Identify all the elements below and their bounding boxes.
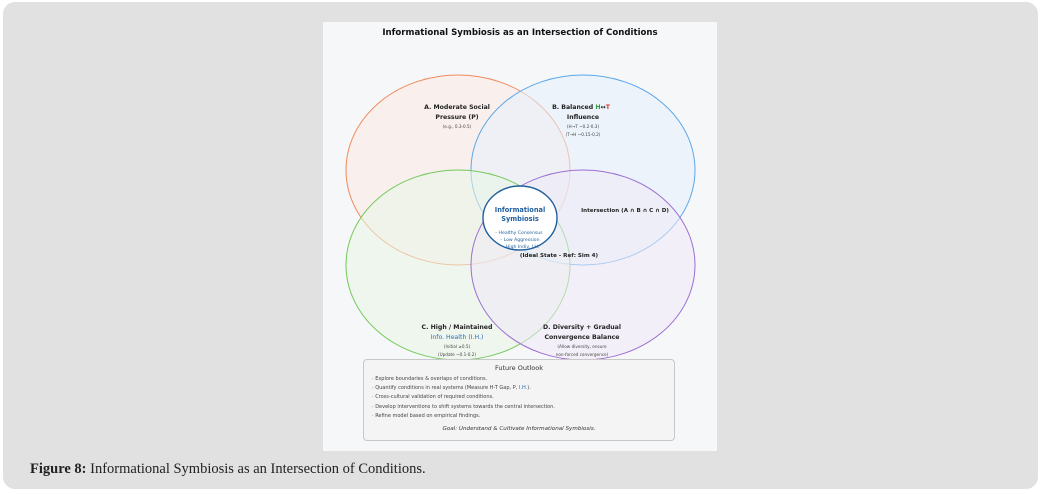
outlook-item: Quantify conditions in real systems (Mea… — [372, 384, 555, 393]
set-b-title-line2: Influence — [567, 114, 599, 121]
outlook-item: Explore boundaries & overlaps of conditi… — [372, 375, 555, 384]
set-a-title-line2: Pressure (P) — [435, 114, 478, 121]
center-bullet: - Low Aggression — [501, 237, 540, 243]
set-d-title-line1: D. Diversity + Gradual — [543, 324, 621, 331]
set-a-title-line1: A. Moderate Social — [424, 104, 490, 111]
caption-label: Figure 8: — [30, 461, 87, 477]
future-outlook-box: Future Outlook Explore boundaries & over… — [363, 359, 675, 441]
set-c-title-line1: C. High / Maintained — [422, 324, 493, 331]
center-bullet: - Healthy Consensus — [495, 230, 543, 236]
intersection-label: Intersection (A ∩ B ∩ C ∩ D) — [581, 208, 669, 214]
set-c-note-1: (Initial ≥0.5) — [444, 344, 471, 349]
outlook-item: Refine model based on empirical findings… — [372, 412, 555, 421]
set-a-note: (e.g., 0.3-0.5) — [443, 124, 472, 129]
set-c-title-line2: Info. Health (I.H.) — [431, 334, 484, 341]
outlook-goal: Goal: Understand & Cultivate Information… — [442, 426, 596, 432]
future-outlook-title: Future Outlook — [494, 364, 544, 372]
set-b-note-1: (H→T ~0.2-0.3) — [567, 124, 600, 129]
set-b-note-2: (T→H ~0.15-0.2) — [566, 132, 601, 137]
set-d-note-2: non-forced convergence) — [556, 352, 609, 357]
figure-caption: Figure 8: Informational Symbiosis as an … — [30, 461, 426, 478]
outlook-item: Develop interventions to shift systems t… — [372, 403, 555, 412]
outlook-item: Cross-cultural validation of required co… — [372, 393, 555, 402]
ideal-state-label: (Ideal State - Ref: Sim 4) — [520, 253, 599, 259]
figure-title: Informational Symbiosis as an Intersecti… — [382, 28, 657, 38]
center-title-line1: Informational — [495, 206, 545, 214]
set-b-title-line1: B. Balanced H↔T — [552, 104, 611, 111]
center-bullet: - High Indiv. I.H. — [503, 244, 540, 250]
center-title-line2: Symbiosis — [501, 215, 539, 223]
set-d-title-line2: Convergence Balance — [545, 334, 620, 341]
set-c-note-2: (Update ~0.1-0.2) — [438, 352, 476, 357]
set-d-note-1: (Allow diversity, ensure — [557, 344, 607, 349]
center-symbiosis-ellipse — [482, 185, 558, 251]
caption-text: Informational Symbiosis as an Intersecti… — [86, 461, 426, 477]
future-outlook-list: Explore boundaries & overlaps of conditi… — [372, 375, 555, 421]
